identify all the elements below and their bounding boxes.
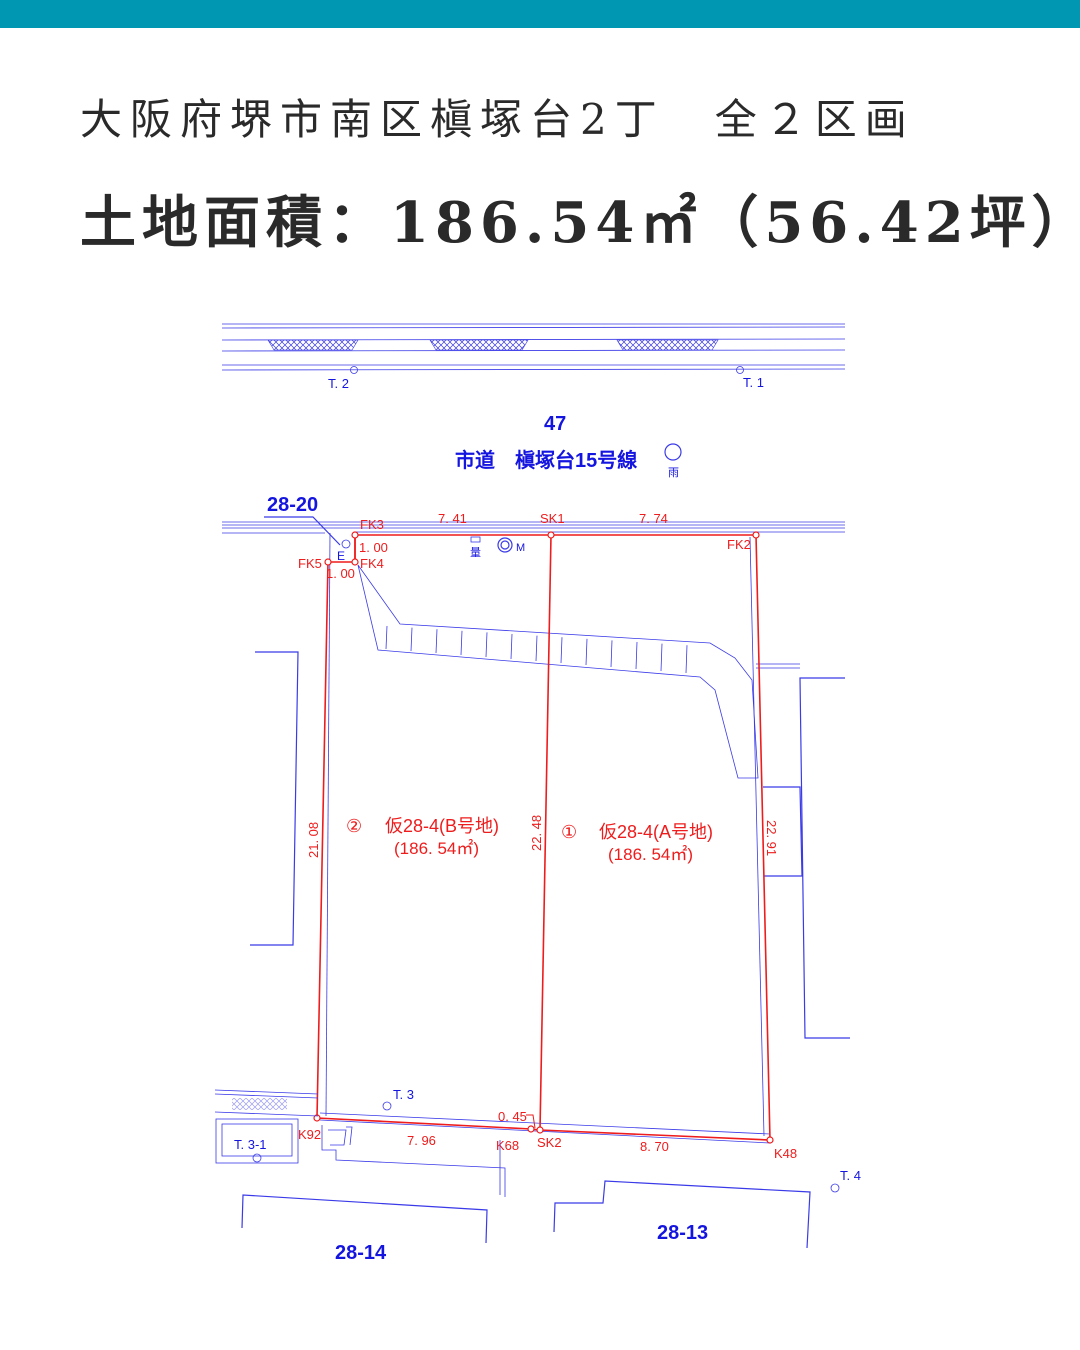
- boundary-point-marker: [313, 1114, 321, 1122]
- dim-k68-sk2: 0. 45: [498, 1109, 527, 1124]
- boundary-point-marker: [527, 1125, 535, 1133]
- point-k68: K68: [496, 1138, 519, 1153]
- wall-lines: [319, 532, 800, 1144]
- manhole-label: M: [516, 542, 525, 554]
- rain-label: 雨: [668, 467, 679, 479]
- label-t2: T. 2: [328, 376, 349, 391]
- boundary-point-marker: [324, 558, 332, 566]
- neighbor-28-13: 28-13: [657, 1222, 708, 1244]
- point-sk2: SK2: [537, 1135, 562, 1150]
- lot-b-name: 仮28-4(B号地): [385, 816, 499, 836]
- boundary-points: [313, 531, 774, 1144]
- small-circle-icon: [341, 539, 351, 549]
- hatched-planter: [429, 339, 529, 351]
- slope-tick: [685, 645, 688, 674]
- point-sk1: SK1: [540, 511, 565, 526]
- slope-tick: [660, 643, 663, 672]
- dim-k92-k68: 7. 96: [407, 1133, 436, 1148]
- slope-tick: [610, 640, 613, 668]
- neighbor-28-14: 28-14: [335, 1242, 387, 1264]
- boundary-point-marker: [766, 1136, 774, 1144]
- meter-label: 量: [470, 546, 481, 559]
- neighbor-right-outline: [799, 677, 850, 1039]
- point-k48: K48: [774, 1146, 797, 1161]
- mark-e: E: [337, 549, 345, 563]
- dim-sk2-k48: 8. 70: [640, 1139, 669, 1154]
- neighbor-left-outline: [250, 651, 299, 946]
- benchmark-t4-icon: [830, 1183, 840, 1193]
- slope-tick: [560, 637, 563, 664]
- manhole-icon: [497, 537, 513, 553]
- dim-fk3-sk1: 7. 41: [438, 511, 467, 526]
- boundary-point-marker: [351, 531, 359, 539]
- benchmark-t31-icon: [252, 1153, 262, 1163]
- point-fk5: FK5: [298, 556, 322, 571]
- lot-a-number: ①: [561, 822, 577, 842]
- lot-division-line: [539, 534, 552, 1131]
- lot-a-area: (186. 54㎡): [608, 845, 693, 864]
- benchmark-t1-icon: [736, 366, 744, 374]
- slope-tick: [510, 633, 513, 660]
- label-t1: T. 1: [743, 375, 764, 390]
- benchmark-t2-icon: [350, 366, 358, 374]
- dim-fk5-fk4: 1. 00: [326, 566, 355, 581]
- dim-fk3-fk4: 1. 00: [359, 540, 388, 555]
- meter-box-icon: [470, 536, 481, 543]
- boundary-point-marker: [752, 531, 760, 539]
- road-number: 47: [544, 413, 566, 435]
- lot-b-area: (186. 54㎡): [394, 839, 479, 858]
- boundary-point-marker: [547, 531, 555, 539]
- road-bottom-left: [214, 1089, 506, 1197]
- neighbor-28-20: 28-20: [267, 494, 318, 516]
- leader-line: [264, 516, 341, 546]
- slope-tick: [485, 632, 488, 658]
- dim-sk1-fk2: 7. 74: [639, 511, 668, 526]
- land-area-heading: 土地面積：186.54㎡（56.42坪）: [80, 190, 1080, 256]
- dim-middle: 22. 48: [529, 815, 544, 851]
- manhole-inner-icon: [500, 540, 510, 550]
- road-top: [221, 323, 846, 371]
- slope-tick: [385, 625, 388, 650]
- label-t3-1: T. 3-1: [234, 1137, 267, 1152]
- neighbor-right-box: [763, 786, 803, 877]
- neighbor-28-13-outline: [553, 1180, 811, 1249]
- lot-a-name: 仮28-4(A号地): [599, 822, 713, 842]
- page-title: 大阪府堺市南区槇塚台2丁 全２区画: [80, 95, 915, 144]
- dim-right: 22. 91: [764, 820, 779, 856]
- rain-drain-icon: [664, 443, 682, 461]
- lot-b-number: ②: [346, 816, 362, 836]
- point-k92: K92: [298, 1127, 321, 1142]
- hatched-planter: [616, 339, 719, 351]
- boundary-point-marker: [536, 1126, 544, 1134]
- top-accent-bar: [0, 0, 1080, 28]
- point-fk2: FK2: [727, 537, 751, 552]
- point-fk3: FK3: [360, 517, 384, 532]
- dim-left: 21. 08: [306, 822, 321, 858]
- dim-leader: [526, 1114, 536, 1129]
- boundary-point-marker: [351, 558, 359, 566]
- driveway-slope: [357, 564, 759, 779]
- label-t4: T. 4: [840, 1168, 861, 1183]
- slope-tick: [535, 635, 538, 662]
- slope-tick: [410, 627, 413, 652]
- road-edge: [222, 521, 845, 534]
- benchmark-t3-icon: [382, 1101, 392, 1111]
- point-fk4: FK4: [360, 556, 384, 571]
- slope-tick: [435, 629, 438, 654]
- hatched-planter: [267, 339, 359, 351]
- road-name: 市道 槇塚台15号線: [455, 448, 637, 472]
- label-t3: T. 3: [393, 1087, 414, 1102]
- slope-tick: [585, 638, 588, 666]
- slope-tick: [460, 630, 463, 656]
- slope-tick: [635, 641, 638, 670]
- neighbor-28-14-outline: [241, 1194, 488, 1244]
